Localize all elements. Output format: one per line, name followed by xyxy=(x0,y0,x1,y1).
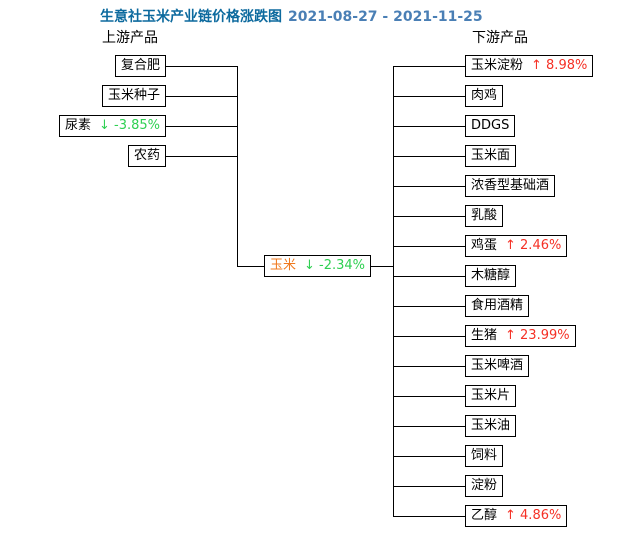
connector-line xyxy=(393,126,470,127)
connector-line xyxy=(393,396,470,397)
connector-line xyxy=(393,156,470,157)
node-label: 饲料 xyxy=(471,448,498,463)
connector-line xyxy=(150,156,237,157)
node-label: 玉米面 xyxy=(471,148,511,163)
node-corn-beer[interactable]: 玉米啤酒 xyxy=(465,355,530,377)
node-egg[interactable]: 鸡蛋 ↑ 2.46% xyxy=(465,235,568,257)
node-label: 生猪 xyxy=(471,328,498,343)
node-label: 玉米 xyxy=(270,258,297,273)
connector-line xyxy=(393,306,470,307)
node-corn-starch[interactable]: 玉米淀粉 ↑ 8.98% xyxy=(465,55,594,77)
node-label: 玉米种子 xyxy=(107,88,160,103)
node-corn-flour[interactable]: 玉米面 xyxy=(465,145,517,167)
connector-line xyxy=(393,456,470,457)
node-label: 玉米片 xyxy=(471,388,511,403)
connector-line xyxy=(393,516,470,517)
node-feed[interactable]: 饲料 xyxy=(465,445,504,467)
node-change-down: ↓ -3.85% xyxy=(98,118,160,133)
node-lactic-acid[interactable]: 乳酸 xyxy=(465,205,504,227)
connector-line xyxy=(393,336,470,337)
node-label: 食用酒精 xyxy=(471,298,524,313)
node-xylitol[interactable]: 木糖醇 xyxy=(465,265,517,287)
title-text: 生意社玉米产业链价格涨跌图 xyxy=(100,9,282,25)
title-date-range: 2021-08-27 - 2021-11-25 xyxy=(288,9,483,25)
connector-line xyxy=(237,266,290,267)
node-label: 玉米油 xyxy=(471,418,511,433)
node-starch[interactable]: 淀粉 xyxy=(465,475,504,497)
node-change-up: ↑ 23.99% xyxy=(505,328,570,343)
node-corn-seed[interactable]: 玉米种子 xyxy=(101,85,166,107)
connector-line xyxy=(393,426,470,427)
node-label: 浓香型基础酒 xyxy=(471,178,550,193)
downstream-header: 下游产品 xyxy=(472,30,528,46)
node-label: 玉米淀粉 xyxy=(471,58,524,73)
node-change-down: ↓ -2.34% xyxy=(304,258,366,273)
node-change-up: ↑ 2.46% xyxy=(505,238,562,253)
connector-line xyxy=(393,186,470,187)
node-live-hog[interactable]: 生猪 ↑ 23.99% xyxy=(465,325,576,347)
node-label: 尿素 xyxy=(64,118,91,133)
connector-line xyxy=(150,66,237,67)
connector-line xyxy=(393,96,470,97)
node-base-liquor[interactable]: 浓香型基础酒 xyxy=(465,175,556,197)
connector-line xyxy=(393,66,470,67)
node-urea[interactable]: 尿素 ↓ -3.85% xyxy=(58,115,166,137)
node-edible-alcohol[interactable]: 食用酒精 xyxy=(465,295,530,317)
node-corn[interactable]: 玉米 ↓ -2.34% xyxy=(264,255,372,277)
node-corn-flakes[interactable]: 玉米片 xyxy=(465,385,517,407)
connector-line xyxy=(150,126,237,127)
node-ethanol[interactable]: 乙醇 ↑ 4.86% xyxy=(465,505,568,527)
node-ddgs[interactable]: DDGS xyxy=(465,115,516,137)
node-broiler-chicken[interactable]: 肉鸡 xyxy=(465,85,504,107)
connector-line xyxy=(393,366,470,367)
node-label: 鸡蛋 xyxy=(471,238,498,253)
node-label: 乳酸 xyxy=(471,208,498,223)
connector-line xyxy=(393,486,470,487)
connector-line xyxy=(393,246,470,247)
node-label: 复合肥 xyxy=(120,58,160,73)
node-pesticide[interactable]: 农药 xyxy=(127,145,166,167)
node-change-up: ↑ 4.86% xyxy=(505,508,562,523)
node-label: DDGS xyxy=(471,118,510,133)
node-label: 肉鸡 xyxy=(471,88,498,103)
connector-line xyxy=(393,216,470,217)
node-label: 木糖醇 xyxy=(471,268,511,283)
node-label: 淀粉 xyxy=(471,478,498,493)
node-label: 农药 xyxy=(133,148,160,163)
node-label: 乙醇 xyxy=(471,508,498,523)
connector-line xyxy=(237,66,238,267)
connector-line xyxy=(150,96,237,97)
node-label: 玉米啤酒 xyxy=(471,358,524,373)
upstream-header: 上游产品 xyxy=(102,30,158,46)
connector-line xyxy=(350,266,393,267)
connector-line xyxy=(393,66,394,517)
node-compound-fertilizer[interactable]: 复合肥 xyxy=(114,55,166,77)
page-title: 生意社玉米产业链价格涨跌图 2021-08-27 - 2021-11-25 xyxy=(100,6,483,26)
connector-line xyxy=(393,276,470,277)
node-corn-oil[interactable]: 玉米油 xyxy=(465,415,517,437)
node-change-up: ↑ 8.98% xyxy=(531,58,588,73)
